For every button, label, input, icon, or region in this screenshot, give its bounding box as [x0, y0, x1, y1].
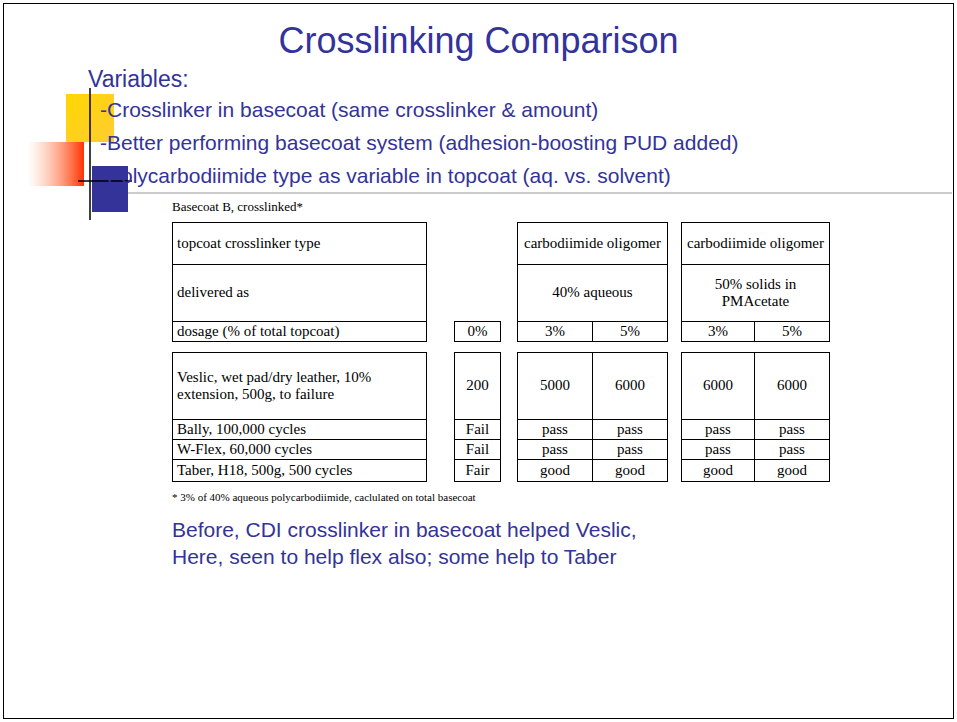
table-cell: 6000 [615, 377, 645, 394]
slide-border [4, 4, 954, 719]
table-cell-box: carbodiimide oligomer [517, 222, 668, 265]
table-cell-box: good [592, 459, 668, 482]
table-cell: pass [705, 441, 731, 458]
table-cell-box: good [754, 459, 830, 482]
table-cell-box: 6000 [681, 352, 755, 420]
table-cell: pass [542, 441, 568, 458]
table-cell: 6000 [703, 377, 733, 394]
cross-line [89, 88, 91, 220]
table-cell-box: 200 [454, 352, 501, 420]
bullet-text: -Crosslinker in basecoat (same crosslink… [100, 98, 598, 121]
red-square [28, 142, 84, 186]
conclusion-text: Here, seen to help flex also; some help … [172, 545, 616, 568]
heading-text: Variables: [88, 66, 189, 92]
table-cell-box: 3% [681, 321, 755, 342]
rule-line [128, 193, 952, 194]
table-cell-box: pass [754, 439, 830, 460]
table-cell-box: Fail [454, 439, 501, 460]
bullet-text-box: -Polycarbodiimide type as variable in to… [100, 164, 671, 188]
table-cell: Fail [466, 441, 489, 458]
footnote-text: * 3% of 40% aqueous polycarbodiimide, ca… [172, 491, 476, 503]
table-cell: 5000 [540, 377, 570, 394]
table-cell-box: pass [754, 419, 830, 440]
table-cell: 5% [782, 323, 802, 340]
slide-title-box: Crosslinking Comparison [0, 20, 957, 62]
table-cell-box: good [681, 459, 755, 482]
table-cell: pass [542, 421, 568, 438]
table-cell: topcoat crosslinker type [177, 235, 320, 252]
table-cell: carbodiimide oligomer [687, 235, 824, 252]
table-caption-box: Basecoat B, crosslinked* [172, 199, 303, 215]
table-cell-box: 5000 [517, 352, 593, 420]
table-cell: pass [779, 441, 805, 458]
bullet-text-box: -Better performing basecoat system (adhe… [100, 131, 739, 155]
table-cell-box: 5% [754, 321, 830, 342]
table-cell: pass [617, 421, 643, 438]
table-cell-box: pass [517, 439, 593, 460]
table-cell: pass [617, 441, 643, 458]
footnote-text-box: * 3% of 40% aqueous polycarbodiimide, ca… [172, 491, 476, 503]
table-cell-box: pass [681, 419, 755, 440]
table-cell-box: delivered as [172, 264, 427, 322]
bullet-text-box: -Crosslinker in basecoat (same crosslink… [100, 98, 598, 122]
table-cell-box: Veslic, wet pad/dry leather, 10% extensi… [172, 352, 427, 420]
table-cell: Taber, H18, 500g, 500 cycles [177, 462, 352, 479]
table-cell-box: pass [681, 439, 755, 460]
table-cell: 200 [466, 377, 489, 394]
table-cell: 3% [708, 323, 728, 340]
table-cell-box: pass [592, 419, 668, 440]
table-cell-box: W-Flex, 60,000 cycles [172, 439, 427, 460]
table-cell-box: 0% [454, 321, 501, 342]
table-cell: W-Flex, 60,000 cycles [177, 441, 312, 458]
table-cell: Veslic, wet pad/dry leather, 10% extensi… [177, 369, 422, 404]
conclusion-text-box: Here, seen to help flex also; some help … [172, 545, 616, 569]
table-cell-box: pass [592, 439, 668, 460]
table-cell-box: 50% solids in PMAcetate [681, 264, 830, 322]
bullet-text: -Polycarbodiimide type as variable in to… [100, 164, 671, 187]
table-cell: 50% solids in PMAcetate [684, 276, 827, 311]
bullet-text: -Better performing basecoat system (adhe… [100, 131, 739, 154]
table-cell-box: 3% [517, 321, 593, 342]
table-cell-box: 5% [592, 321, 668, 342]
conclusion-text: Before, CDI crosslinker in basecoat help… [172, 518, 637, 541]
table-cell: 0% [468, 323, 488, 340]
table-cell-box: Fail [454, 419, 501, 440]
table-cell: 5% [620, 323, 640, 340]
table-cell: good [615, 462, 645, 479]
table-cell: dosage (% of total topcoat) [177, 323, 339, 340]
table-caption: Basecoat B, crosslinked* [172, 199, 303, 214]
table-cell: 3% [545, 323, 565, 340]
table-cell: 40% aqueous [552, 284, 632, 301]
table-cell-box: Bally, 100,000 cycles [172, 419, 427, 440]
table-cell-box: Fair [454, 459, 501, 482]
table-cell: good [540, 462, 570, 479]
table-cell-box: 6000 [592, 352, 668, 420]
table-cell: pass [705, 421, 731, 438]
table-cell: pass [779, 421, 805, 438]
table-cell: delivered as [177, 284, 249, 301]
table-cell-box: Taber, H18, 500g, 500 cycles [172, 459, 427, 482]
table-cell-box: good [517, 459, 593, 482]
table-cell: good [777, 462, 807, 479]
table-cell: Fail [466, 421, 489, 438]
table-cell-box: dosage (% of total topcoat) [172, 321, 427, 342]
table-cell-box: carbodiimide oligomer [681, 222, 830, 265]
slide-title: Crosslinking Comparison [278, 20, 678, 61]
table-cell: carbodiimide oligomer [524, 235, 661, 252]
table-cell: good [703, 462, 733, 479]
heading-text-box: Variables: [88, 66, 189, 93]
conclusion-text-box: Before, CDI crosslinker in basecoat help… [172, 518, 637, 542]
table-cell: Fair [465, 462, 489, 479]
table-cell-box: topcoat crosslinker type [172, 222, 427, 265]
table-cell-box: 6000 [754, 352, 830, 420]
table-cell-box: 40% aqueous [517, 264, 668, 322]
table-cell: Bally, 100,000 cycles [177, 421, 306, 438]
table-cell-box: pass [517, 419, 593, 440]
table-cell: 6000 [777, 377, 807, 394]
